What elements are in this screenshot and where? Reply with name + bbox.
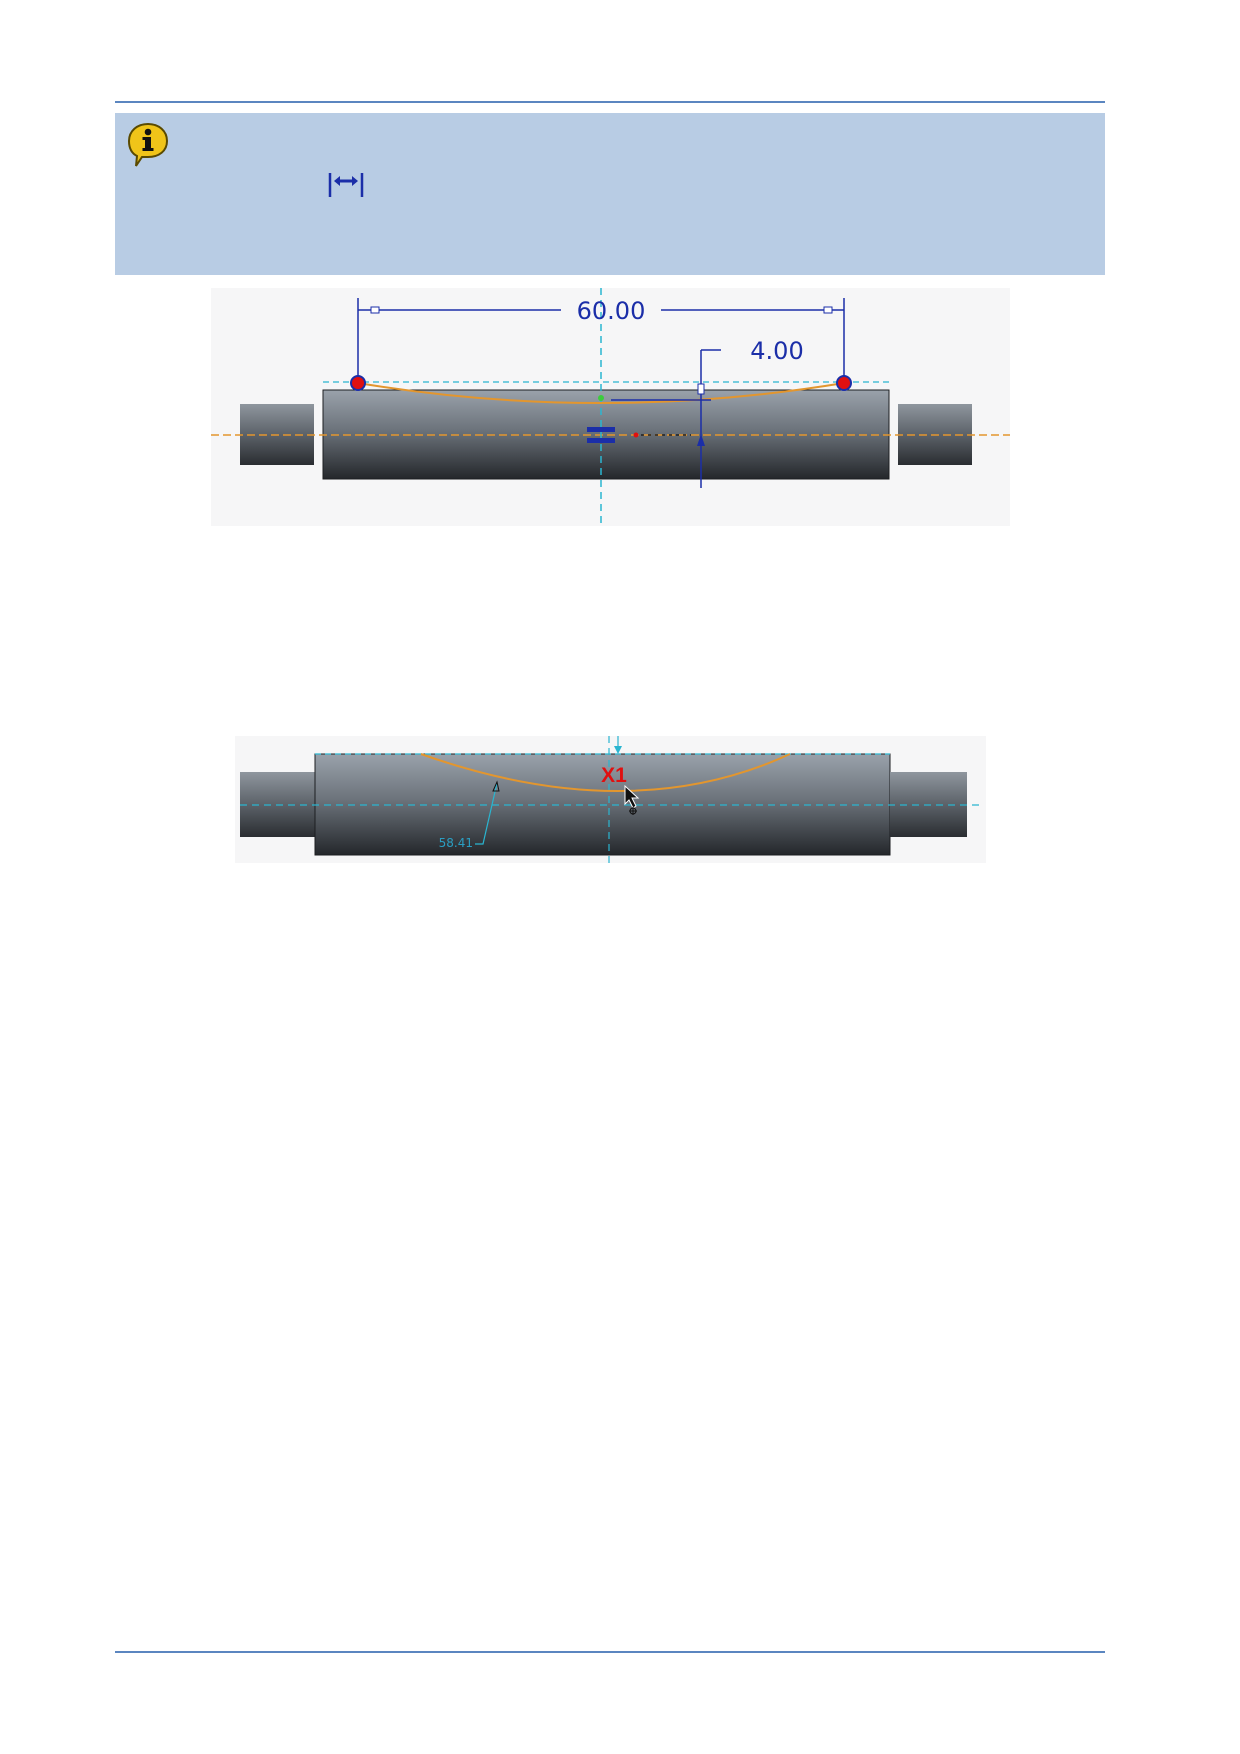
sketch-arc xyxy=(357,382,845,404)
arc-mid-point xyxy=(598,395,604,401)
symmetric-constraint-icon xyxy=(587,427,615,432)
info-icon xyxy=(127,122,169,167)
mouse-cursor-icon xyxy=(624,784,640,815)
shaft-radius-figure: 58.41 X1 xyxy=(235,736,986,863)
radius-leader xyxy=(475,782,498,845)
arc-end-point[interactable] xyxy=(836,375,852,391)
arc-start-point[interactable] xyxy=(350,375,366,391)
footer-rule xyxy=(115,1651,1105,1653)
radius-label[interactable]: 58.41 xyxy=(439,836,473,850)
offset-dimension-label[interactable]: 4.00 xyxy=(750,337,803,365)
header-rule xyxy=(115,101,1105,103)
length-dimension-label[interactable]: 60.00 xyxy=(577,297,646,325)
shaft-sketch-figure: 60.00 4.00 xyxy=(211,288,1010,526)
point-label: X1 xyxy=(601,764,627,787)
smart-dimension-icon xyxy=(328,173,364,197)
info-note-box xyxy=(115,113,1105,275)
sketch-arc xyxy=(420,753,791,792)
